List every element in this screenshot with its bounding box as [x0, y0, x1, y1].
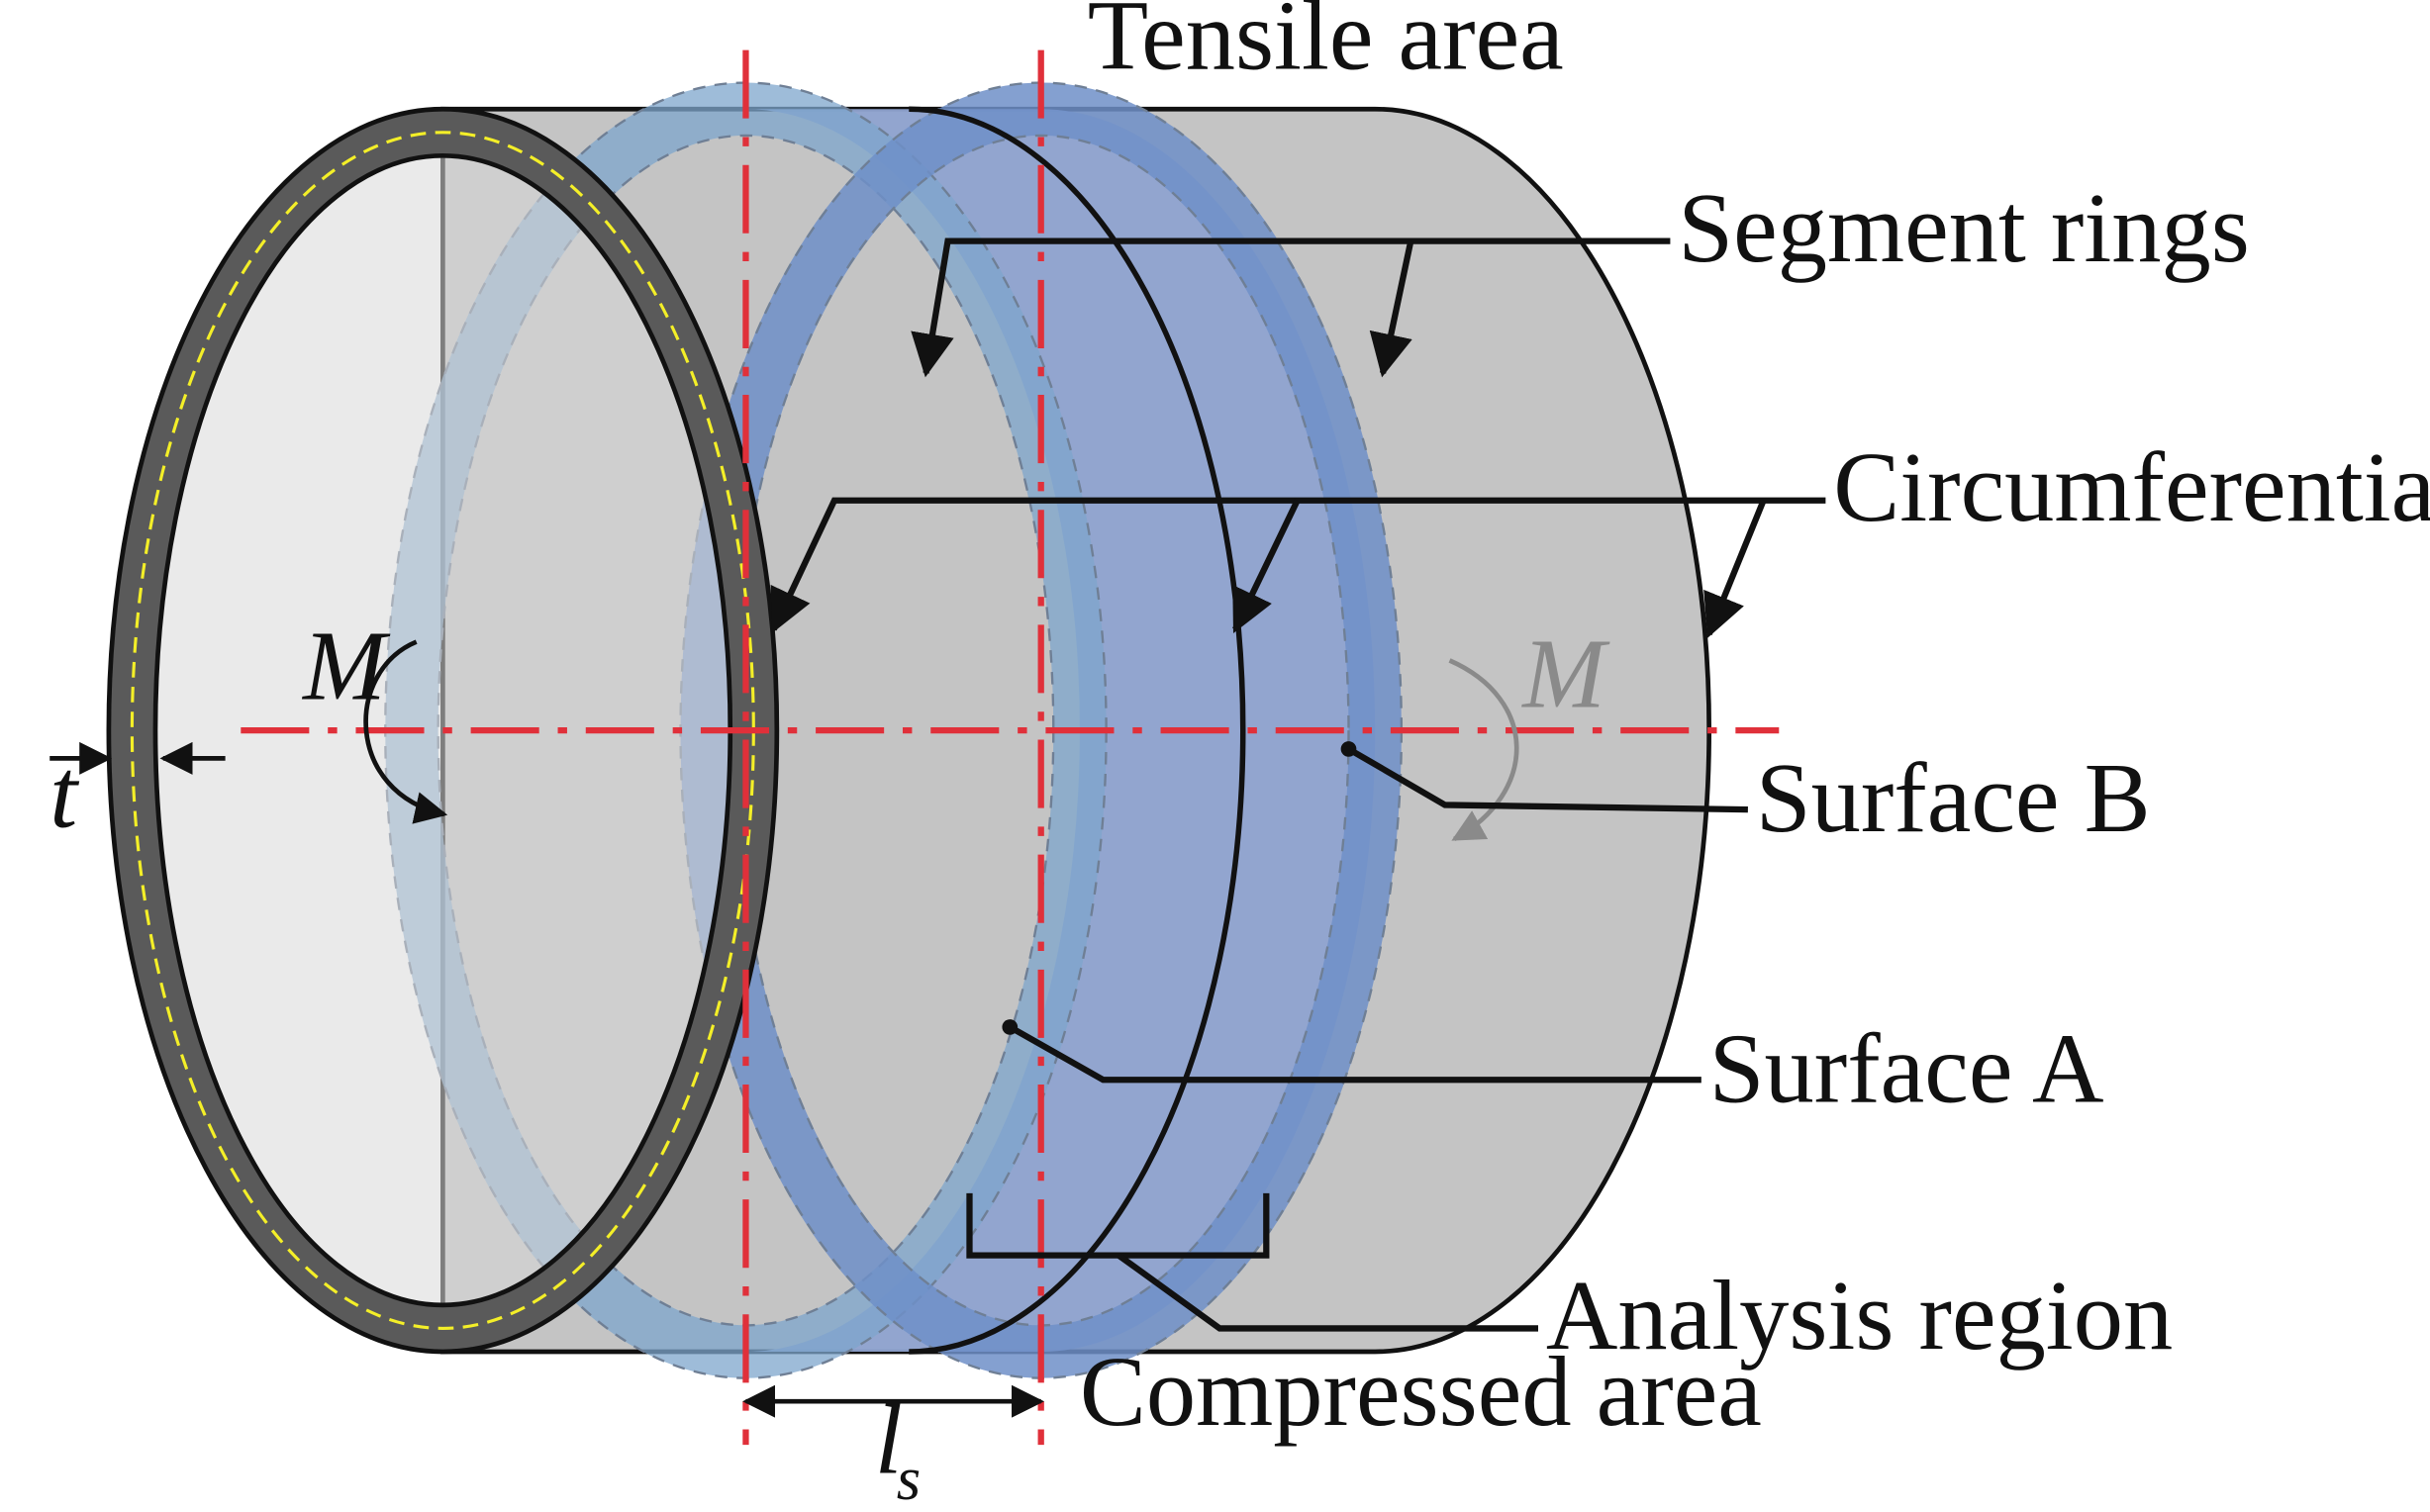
moment-left-icon: [363, 639, 448, 824]
analysis-region-bracket: [966, 1192, 1538, 1332]
circumferential-joint-label: Circumferential joint: [1833, 431, 2430, 542]
segment-length-label: l: [875, 1383, 903, 1494]
surface-b-leader: [1340, 741, 1748, 813]
analysis-region-label: Analysis region: [1546, 1260, 2173, 1370]
surface-a-label: Surface A: [1709, 1012, 2104, 1123]
compressed-area-label: Compressed area: [1080, 1336, 1762, 1447]
segment-rings-leaders: [911, 237, 1671, 378]
segment-length-subscript: s: [897, 1444, 921, 1512]
tensile-area-label: Tensile area: [1088, 0, 1564, 90]
thickness-label: t: [49, 737, 79, 848]
circumferential-joint-middle: [909, 106, 1246, 1355]
surface-a-leader: [1002, 1019, 1701, 1084]
moment-right-label: M: [1520, 618, 1610, 729]
moment-right-icon: [1448, 658, 1519, 842]
analysis-segment: [745, 109, 1376, 1352]
moment-left-label: M: [301, 611, 391, 721]
circumferential-joint-leaders: [770, 497, 1826, 638]
surface-b-label: Surface B: [1756, 742, 2151, 853]
segment-rings-label: Segment rings: [1678, 172, 2250, 283]
